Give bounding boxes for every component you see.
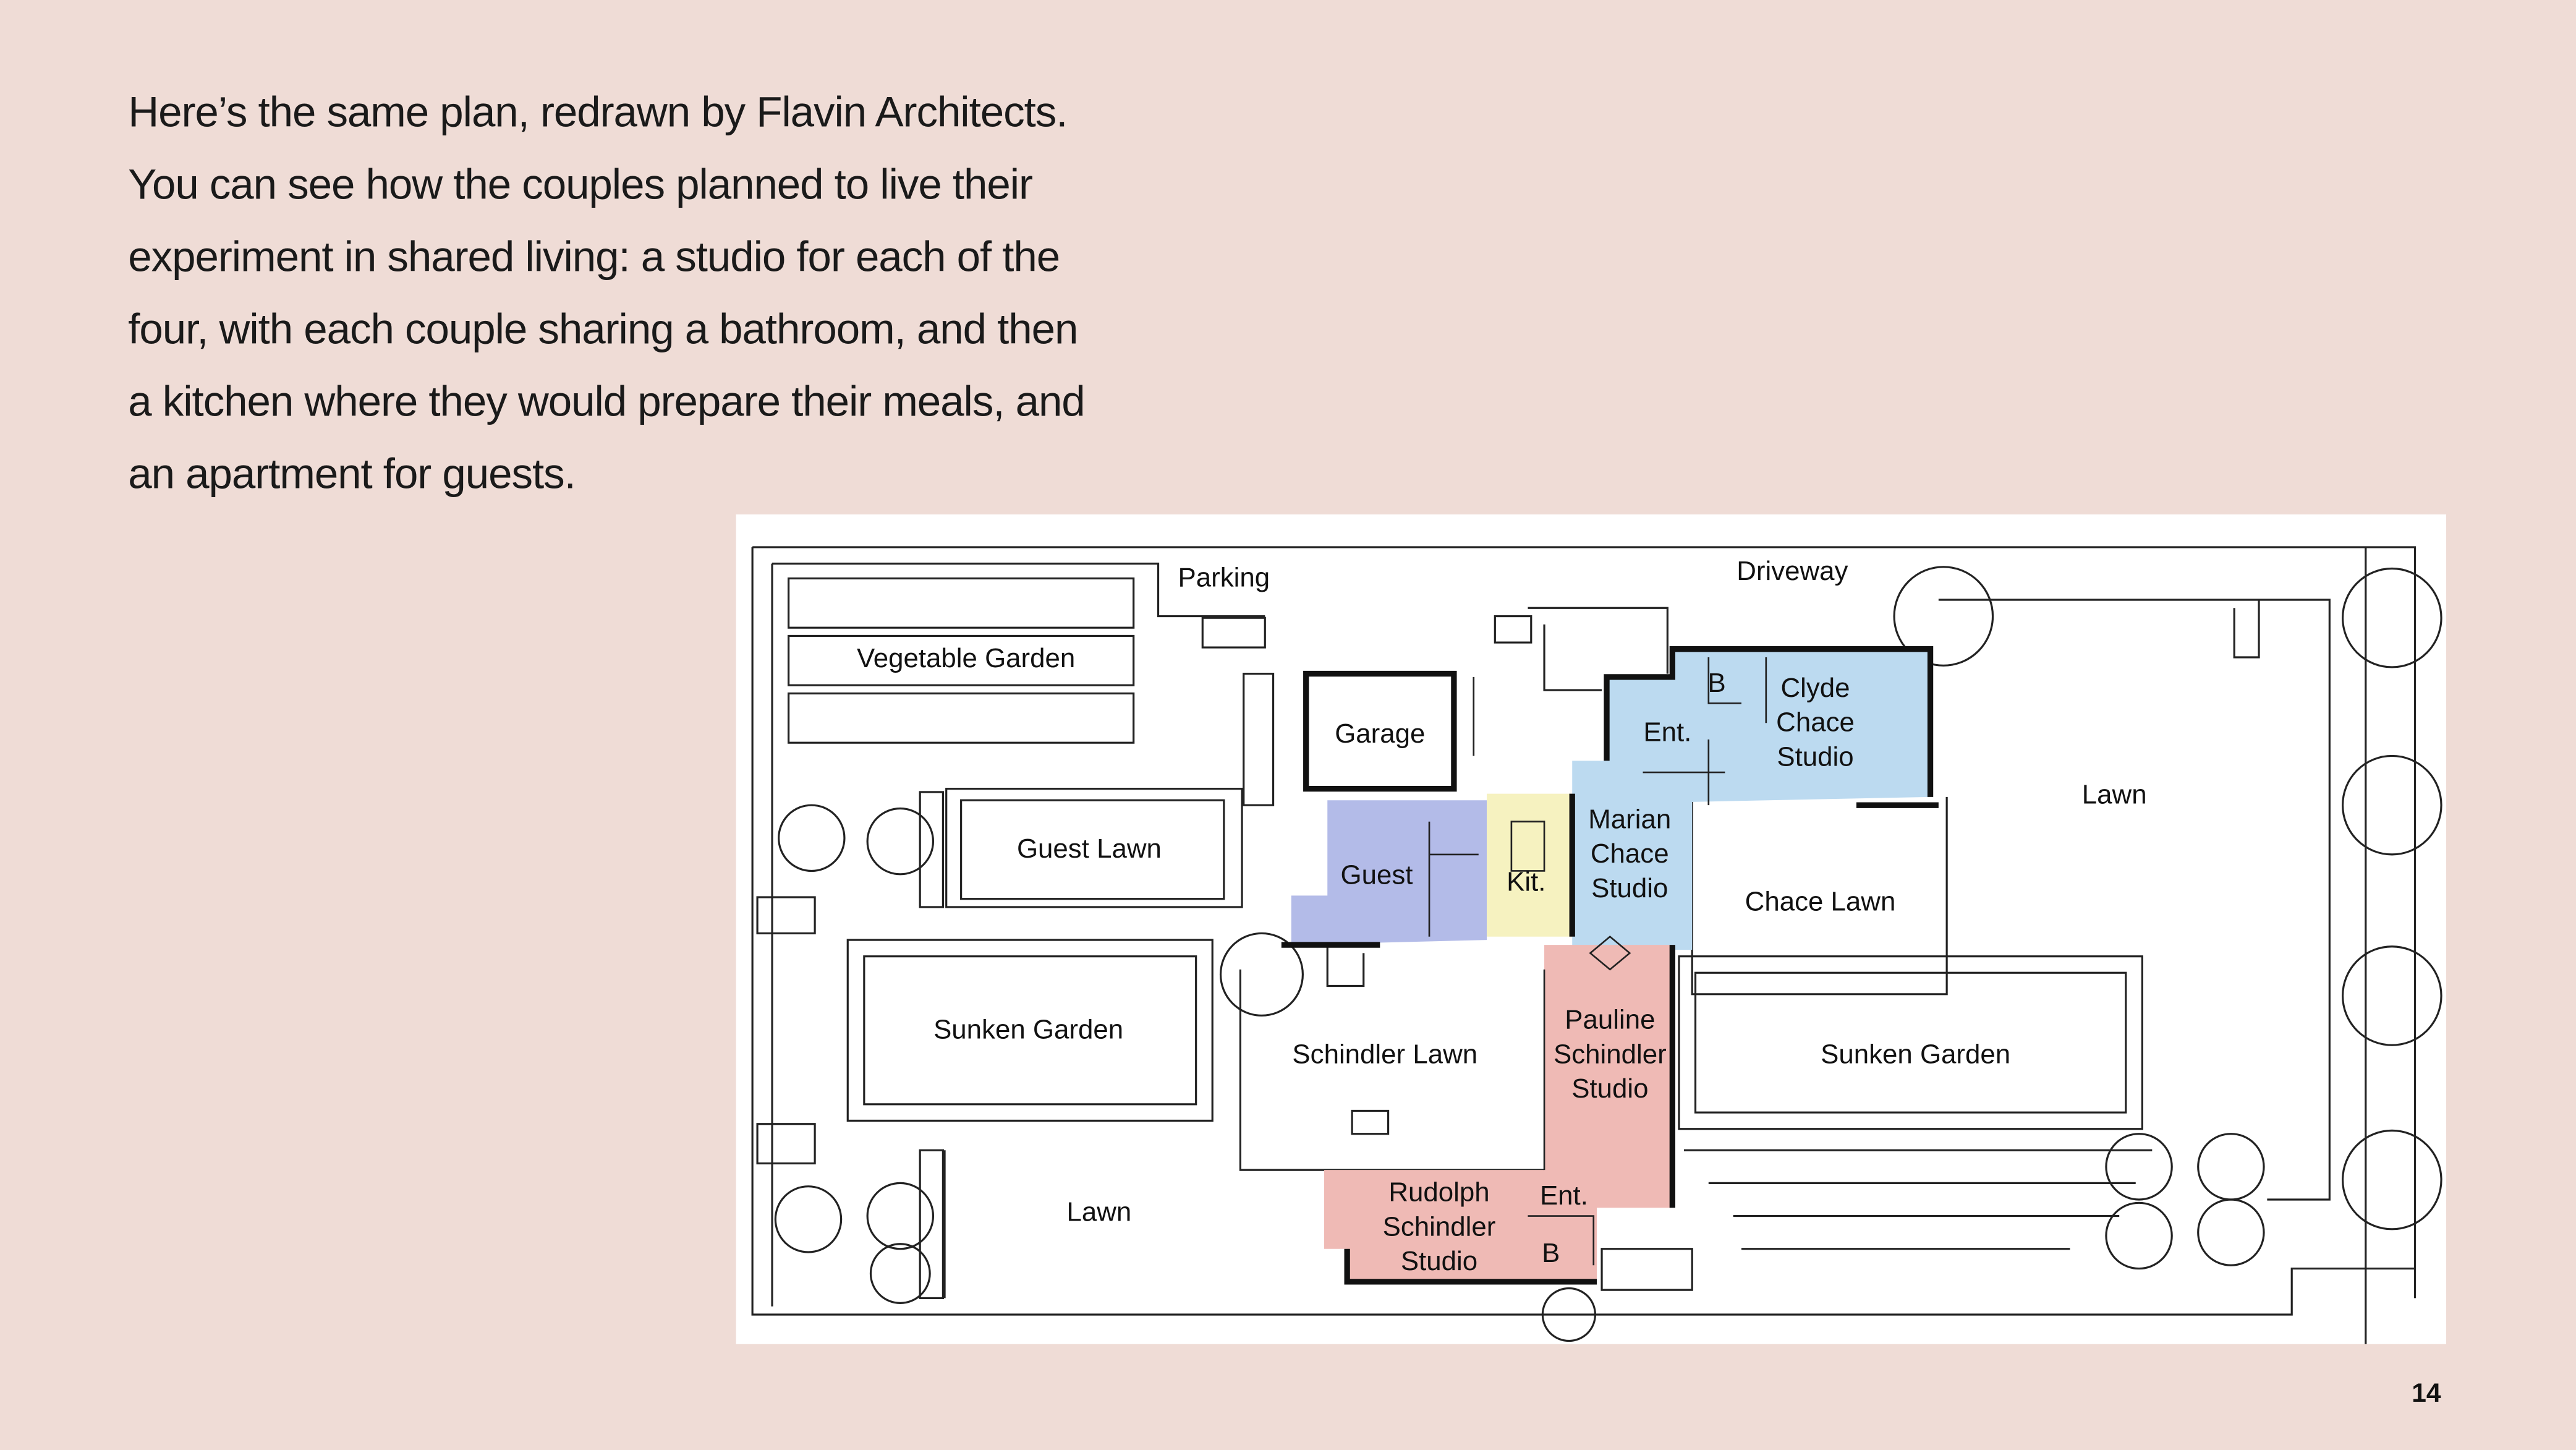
intro-line: experiment in shared living: a studio fo… xyxy=(128,231,1060,281)
intro-line: You can see how the couples planned to l… xyxy=(128,159,1033,209)
site-plan: Parking Driveway Vegetable Garden Garage… xyxy=(736,514,2447,1344)
label-clyde-studio: Studio xyxy=(1777,741,1853,772)
label-schindler-bath: B xyxy=(1542,1238,1560,1268)
intro-line: an apartment for guests. xyxy=(128,448,576,498)
intro-paragraph: Here’s the same plan, redrawn by Flavin … xyxy=(128,75,1245,510)
intro-line: Here’s the same plan, redrawn by Flavin … xyxy=(128,87,1068,137)
label-lawn-east: Lawn xyxy=(2082,780,2147,810)
label-schindler-lawn: Schindler Lawn xyxy=(1292,1039,1477,1069)
chace-studios-area xyxy=(1572,649,1931,950)
page-number: 14 xyxy=(2412,1380,2441,1409)
label-marian-studio: Marian xyxy=(1588,804,1671,834)
label-marian-studio: Studio xyxy=(1591,873,1668,903)
label-pauline-studio: Pauline xyxy=(1565,1005,1655,1035)
label-guest-lawn: Guest Lawn xyxy=(1017,834,1162,864)
kitchen-area xyxy=(1487,793,1573,937)
label-rudolph-studio: Rudolph xyxy=(1388,1177,1489,1208)
intro-line: a kitchen where they would prepare their… xyxy=(128,376,1085,426)
label-sunken-garden-east: Sunken Garden xyxy=(1821,1039,2010,1069)
label-clyde-entry: Ent. xyxy=(1643,717,1691,748)
intro-line: four, with each couple sharing a bathroo… xyxy=(128,304,1078,354)
label-marian-studio: Chace xyxy=(1591,838,1669,869)
label-chace-lawn: Chace Lawn xyxy=(1745,886,1896,916)
label-sunken-garden-west: Sunken Garden xyxy=(933,1015,1123,1045)
label-lawn-west: Lawn xyxy=(1066,1197,1131,1227)
label-parking: Parking xyxy=(1178,563,1270,593)
label-clyde-studio: Chace xyxy=(1776,707,1855,738)
label-rudolph-studio: Schindler xyxy=(1383,1211,1496,1242)
label-schindler-entry: Ent. xyxy=(1540,1180,1588,1211)
label-clyde-studio: Clyde xyxy=(1781,673,1850,703)
label-pauline-studio: Studio xyxy=(1571,1073,1648,1104)
label-vegetable-garden: Vegetable Garden xyxy=(857,643,1075,673)
label-clyde-bath: B xyxy=(1707,668,1725,698)
guest-apartment-area xyxy=(1291,800,1487,945)
label-pauline-studio: Schindler xyxy=(1554,1039,1667,1069)
label-rudolph-studio: Studio xyxy=(1401,1246,1477,1276)
label-guest: Guest xyxy=(1341,860,1413,890)
label-driveway: Driveway xyxy=(1736,556,1848,586)
label-garage: Garage xyxy=(1335,719,1425,749)
label-kitchen: Kit. xyxy=(1507,866,1545,897)
schindler-studios-area xyxy=(1324,945,1673,1282)
